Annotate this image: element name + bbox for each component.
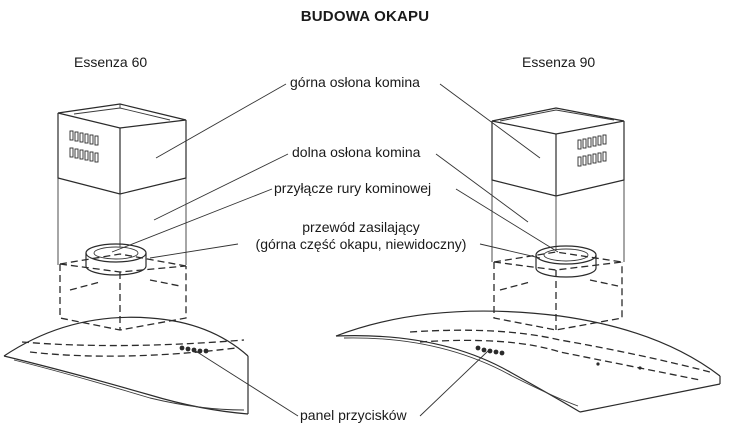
right-pipe-connector [535,245,597,278]
right-glass-canopy [335,310,721,413]
label-power-cable-line2: (górna część okapu, niewidoczny) [255,236,467,252]
left-lower-chimney-cover [57,178,187,265]
leader-lines [111,83,559,417]
leader-upper-cover-right [439,83,541,159]
leader-pipe-left [111,188,273,253]
left-glass-canopy [3,316,249,415]
leader-lower-cover-left [153,153,289,221]
model-label-left: Essenza 60 [74,54,148,70]
leader-pipe-right [455,188,559,253]
leader-panel-left [193,349,299,417]
right-lower-chimney-cover [491,180,625,262]
diagram-title: BUDOWA OKAPU [300,8,430,25]
leader-panel-right [419,350,489,417]
left-motor-housing [59,253,187,331]
left-pipe-connector [85,243,147,276]
right-upper-chimney-cover [491,107,625,197]
leader-cable-left [149,243,239,259]
label-lower-chimney-cover: dolna osłona komina [292,144,421,160]
label-power-cable-line1: przewód zasilający [302,219,420,235]
label-button-panel: panel przycisków [300,407,407,423]
hood-essenza-60 [3,103,249,415]
hood-essenza-90 [335,107,721,413]
right-motor-housing [493,251,623,331]
leader-cable-right [479,243,541,259]
left-upper-chimney-cover [57,103,187,195]
label-power-cable: przewód zasilający (górna część okapu, n… [238,219,484,253]
label-upper-chimney-cover: górna osłona komina [290,74,420,90]
model-label-right: Essenza 90 [522,54,596,70]
label-pipe-connector: przyłącze rury kominowej [274,180,432,196]
leader-upper-cover-left [155,83,287,159]
left-button-panel [179,345,209,354]
leader-lower-cover-right [435,153,529,223]
right-button-panel [475,345,505,356]
